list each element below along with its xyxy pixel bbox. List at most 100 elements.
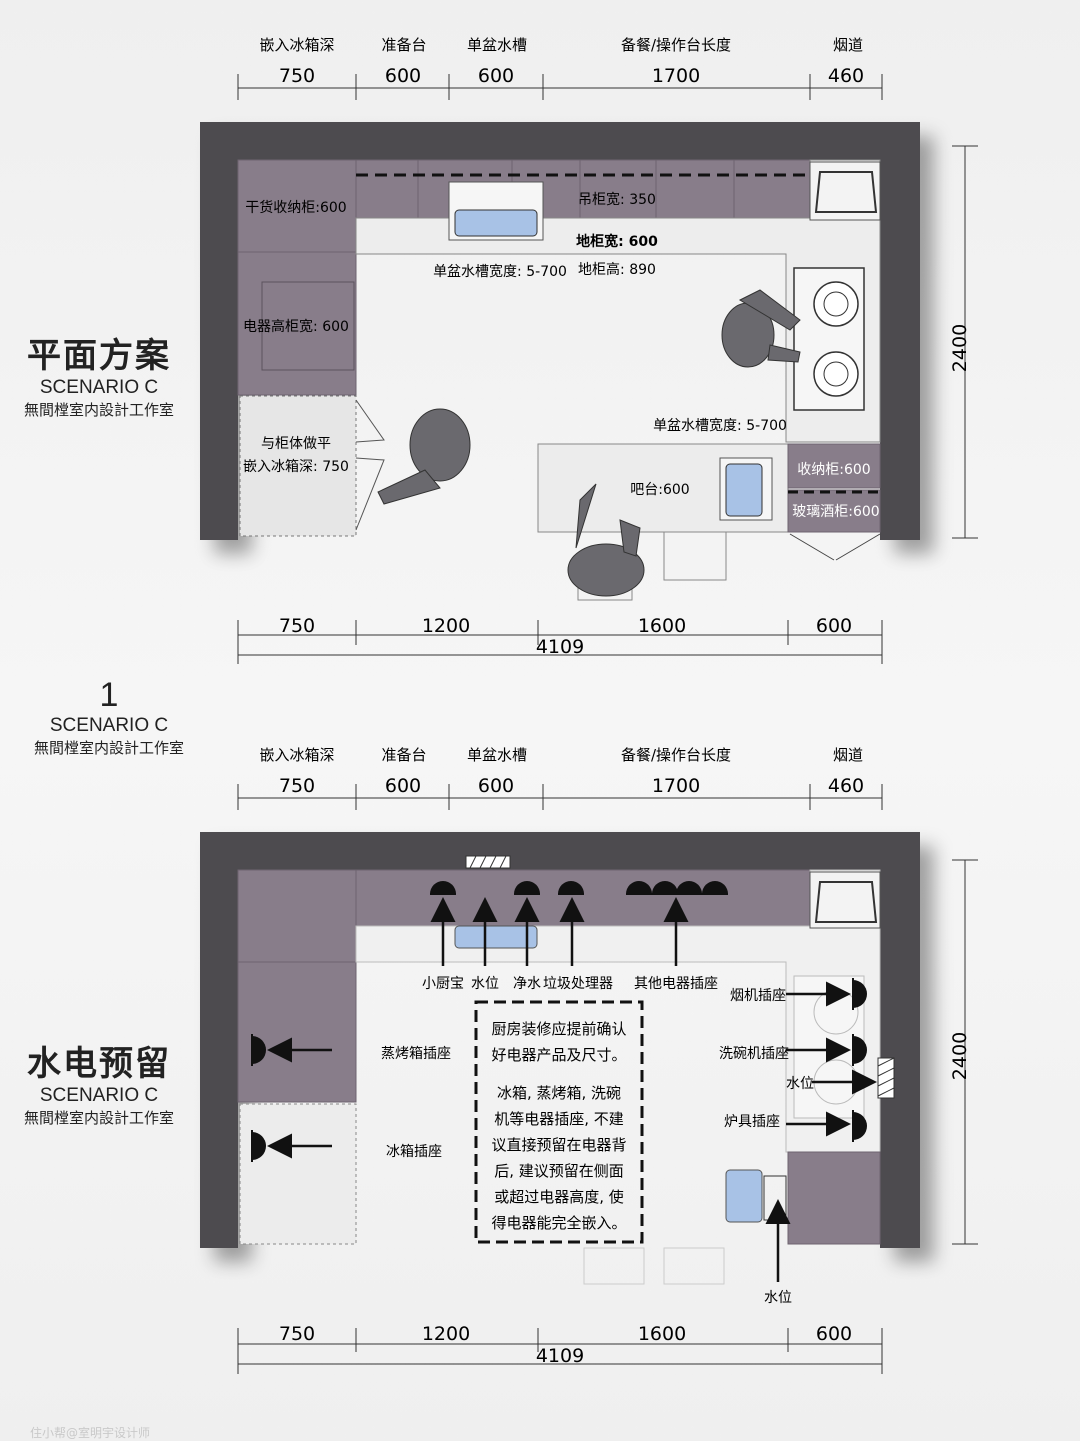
socket-icons-right bbox=[852, 978, 867, 1142]
label-sink-width-2: 单盆水槽宽度: 5-700 bbox=[653, 417, 787, 434]
socket-icons-left bbox=[251, 1034, 266, 1162]
socket-icon bbox=[558, 881, 584, 894]
plan-title: 平面方案 bbox=[27, 336, 171, 376]
dim-value-fridge: 750 bbox=[279, 65, 315, 87]
dim-label-sink: 单盆水槽 bbox=[467, 36, 527, 54]
socket-icon bbox=[702, 881, 728, 894]
label-flush: 与柜体做平 bbox=[261, 436, 331, 452]
plan-studio: 無間樘室内設計工作室 bbox=[23, 401, 174, 419]
plan-scenario: SCENARIO C bbox=[39, 377, 159, 398]
dim-value-prep: 600 bbox=[385, 65, 421, 87]
socket-icon bbox=[252, 1132, 266, 1160]
label-stove-socket: 炉具插座 bbox=[724, 1114, 780, 1130]
u-dim-1600: 1600 bbox=[638, 1323, 686, 1345]
u-dim-value-prep: 600 bbox=[385, 775, 421, 797]
label-water: 水位 bbox=[471, 976, 499, 992]
plan-dim-750: 750 bbox=[279, 615, 315, 637]
u-dim-label-sink: 单盆水槽 bbox=[467, 746, 527, 764]
plan-top-dimensions: 嵌入冰箱深 准备台 单盆水槽 备餐/操作台长度 烟道 750 600 600 1… bbox=[237, 36, 883, 100]
u-dim-750: 750 bbox=[279, 1323, 315, 1345]
note-line: 后, 建议预留在侧面 bbox=[494, 1162, 624, 1180]
socket-icons-top bbox=[430, 881, 728, 895]
utility-side-dimension: 2400 bbox=[949, 859, 978, 1245]
utility-layout bbox=[200, 832, 920, 1285]
note-box: 厨房装修应提前确认 好电器产品及尺寸。 冰箱, 蒸烤箱, 洗碗 机等电器插座, … bbox=[474, 1000, 644, 1244]
plan-title-block: 平面方案 SCENARIO C 無間樘室内設計工作室 bbox=[10, 328, 188, 420]
utility-top-dimensions: 嵌入冰箱深 准备台 单盆水槽 备餐/操作台长度 烟道 750 600 600 1… bbox=[237, 746, 883, 810]
middle-scenario: SCENARIO C bbox=[49, 715, 169, 736]
socket-icon bbox=[853, 1112, 867, 1140]
arrow-icons-right bbox=[786, 981, 877, 1137]
u-dim-600: 600 bbox=[816, 1323, 852, 1345]
socket-icon bbox=[626, 881, 652, 894]
watermark: 住小帮@室明宇设计师 bbox=[30, 1426, 151, 1440]
scenario-number: 1 bbox=[99, 676, 119, 714]
dim-value-flue: 460 bbox=[828, 65, 864, 87]
dim-label-counter: 备餐/操作台长度 bbox=[621, 36, 731, 54]
utility-height-value: 2400 bbox=[949, 1032, 971, 1080]
u-dim-label-fridge: 嵌入冰箱深 bbox=[259, 746, 334, 764]
dim-label-fridge: 嵌入冰箱深 bbox=[259, 36, 334, 54]
label-appliance-cabinet: 电器高柜宽: 600 bbox=[243, 318, 349, 335]
label-bar: 吧台:600 bbox=[630, 482, 689, 498]
plan-side-dimension: 2400 bbox=[949, 145, 978, 539]
label-base-cabinet: 地柜宽: 600 bbox=[576, 233, 658, 250]
socket-icon bbox=[676, 881, 702, 894]
utility-title: 水电预留 bbox=[27, 1044, 171, 1084]
label-kitchen-treasure: 小厨宝 bbox=[422, 976, 464, 992]
note-line: 厨房装修应提前确认 bbox=[491, 1020, 626, 1038]
person-icon bbox=[721, 289, 801, 368]
label-fridge-depth: 嵌入冰箱深: 750 bbox=[243, 459, 349, 475]
u-dim-1200: 1200 bbox=[422, 1323, 470, 1345]
plan-bottom-dimensions: 750 1200 1600 600 4109 bbox=[237, 615, 883, 664]
person-icon bbox=[377, 408, 471, 505]
label-fridge-socket: 冰箱插座 bbox=[386, 1144, 442, 1160]
label-water-right: 水位 bbox=[786, 1076, 814, 1092]
middle-title-block: 1 SCENARIO C 無間樘室内設計工作室 bbox=[20, 676, 198, 758]
socket-icon bbox=[853, 1036, 867, 1064]
utility-bottom-dimensions: 750 1200 1600 600 4109 bbox=[237, 1323, 883, 1374]
plan-dim-1200: 1200 bbox=[422, 615, 470, 637]
label-storage: 收纳柜:600 bbox=[797, 462, 870, 478]
plan-dim-600: 600 bbox=[816, 615, 852, 637]
label-other-sockets: 其他电器插座 bbox=[634, 976, 718, 992]
note-line: 得电器能完全嵌入。 bbox=[491, 1214, 626, 1232]
label-dry-storage: 干货收纳柜:600 bbox=[245, 199, 346, 216]
u-dim-label-prep: 准备台 bbox=[381, 746, 426, 764]
label-purified-water: 净水 bbox=[513, 976, 541, 992]
note-line: 好电器产品及尺寸。 bbox=[491, 1046, 626, 1064]
note-line: 或超过电器高度, 使 bbox=[494, 1188, 624, 1206]
arrow-icons-top bbox=[430, 897, 689, 966]
u-dim-total: 4109 bbox=[536, 1345, 584, 1367]
utility-labels: 小厨宝 水位 净水 垃圾处理器 其他电器插座 烟机插座 洗碗机插座 水位 炉具插… bbox=[381, 976, 814, 1306]
middle-studio: 無間樘室内設計工作室 bbox=[33, 739, 184, 757]
label-range-hood-socket: 烟机插座 bbox=[730, 988, 786, 1004]
label-wine-cabinet: 玻璃酒柜:600 bbox=[792, 503, 879, 520]
plan-dim-1600: 1600 bbox=[638, 615, 686, 637]
socket-icon bbox=[652, 881, 678, 894]
socket-icon bbox=[853, 980, 867, 1008]
socket-icon bbox=[514, 881, 540, 894]
u-dim-label-counter: 备餐/操作台长度 bbox=[621, 746, 731, 764]
note-line: 冰箱, 蒸烤箱, 洗碗 bbox=[497, 1084, 621, 1102]
utility-studio: 無間樘室内設計工作室 bbox=[23, 1109, 174, 1127]
u-dim-label-flue: 烟道 bbox=[833, 746, 863, 764]
u-dim-value-counter: 1700 bbox=[652, 775, 700, 797]
label-dishwasher-socket: 洗碗机插座 bbox=[719, 1046, 789, 1062]
socket-icon bbox=[252, 1036, 266, 1064]
u-dim-value-flue: 460 bbox=[828, 775, 864, 797]
label-oven-socket: 蒸烤箱插座 bbox=[381, 1046, 451, 1062]
plan-layout: 干货收纳柜:600 电器高柜宽: 600 与柜体做平 嵌入冰箱深: 750 吊柜… bbox=[200, 122, 920, 601]
note-line: 机等电器插座, 不建 bbox=[494, 1110, 624, 1128]
arrow-icons-left bbox=[267, 1037, 332, 1159]
dim-label-prep: 准备台 bbox=[381, 36, 426, 54]
dim-value-counter: 1700 bbox=[652, 65, 700, 87]
dim-value-sink: 600 bbox=[478, 65, 514, 87]
utility-title-block: 水电预留 SCENARIO C 無間樘室内設計工作室 bbox=[10, 1036, 188, 1128]
u-dim-value-fridge: 750 bbox=[279, 775, 315, 797]
utility-scenario: SCENARIO C bbox=[39, 1085, 159, 1106]
plan-height-value: 2400 bbox=[949, 324, 971, 372]
label-sink-width-1: 单盆水槽宽度: 5-700 bbox=[433, 263, 567, 280]
